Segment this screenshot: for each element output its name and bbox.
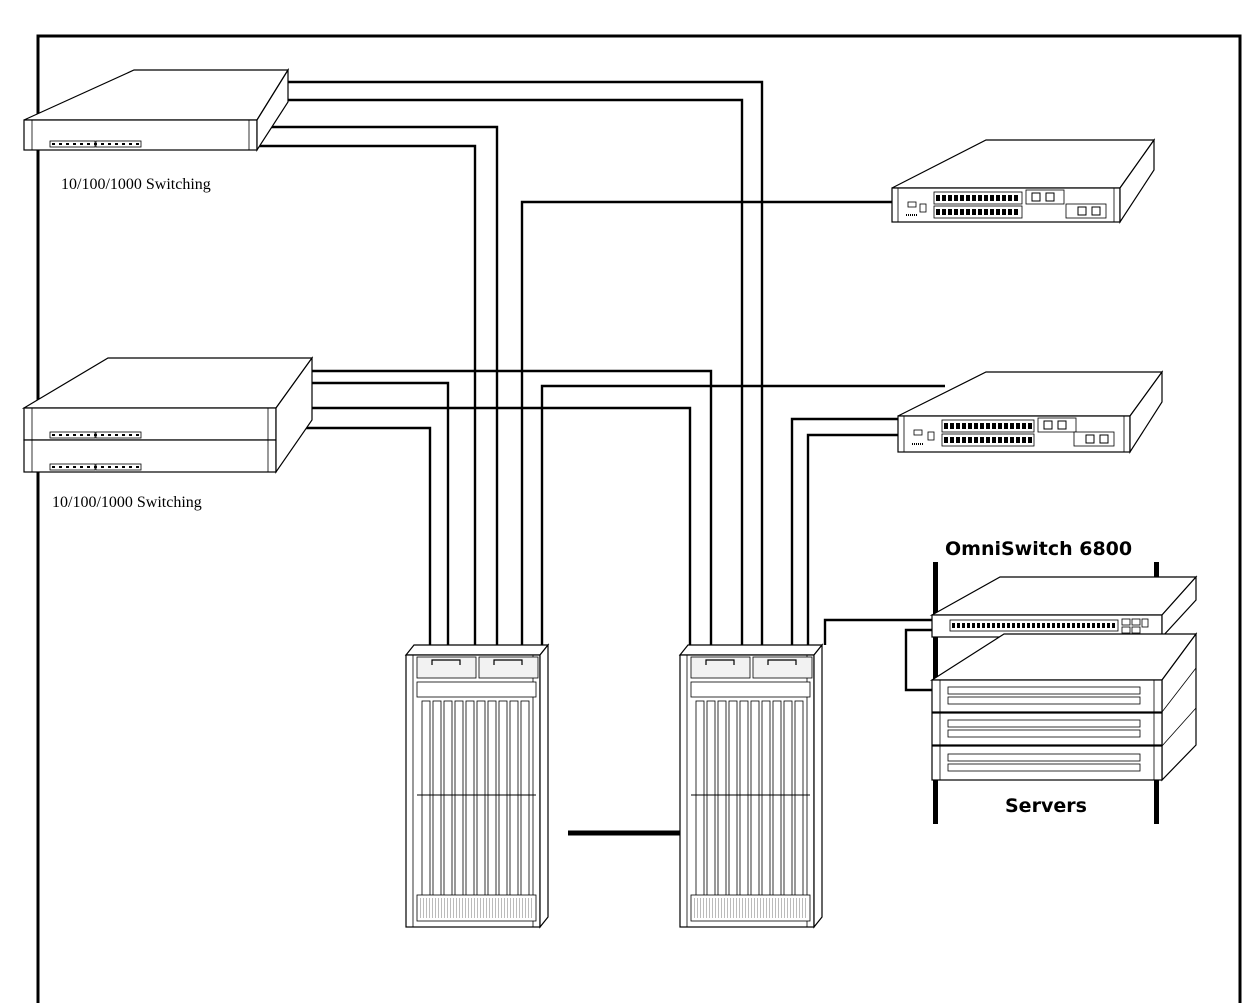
chassis-switch-icon — [680, 645, 822, 927]
cable — [542, 386, 945, 645]
gigabit-switch-icon — [898, 372, 1162, 452]
switching-label-top: 10/100/1000 Switching — [61, 176, 211, 193]
gigabit-switch-icon — [892, 140, 1154, 222]
cable — [282, 428, 430, 645]
cable — [808, 435, 898, 645]
cable — [906, 630, 932, 690]
stacked-switch-icon — [24, 358, 312, 472]
cable — [825, 620, 932, 645]
cable — [284, 100, 742, 645]
edge-switch-icon — [24, 70, 288, 150]
cable — [286, 371, 711, 645]
cable-links — [257, 82, 945, 833]
omniswitch-label: OmniSwitch 6800 — [945, 538, 1132, 560]
cable — [522, 202, 892, 645]
server-rack-icon — [932, 562, 1196, 824]
switching-label-bottom: 10/100/1000 Switching — [52, 494, 202, 511]
chassis-switch-icon — [406, 645, 548, 927]
servers-label: Servers — [1005, 795, 1087, 817]
cable — [286, 408, 690, 645]
